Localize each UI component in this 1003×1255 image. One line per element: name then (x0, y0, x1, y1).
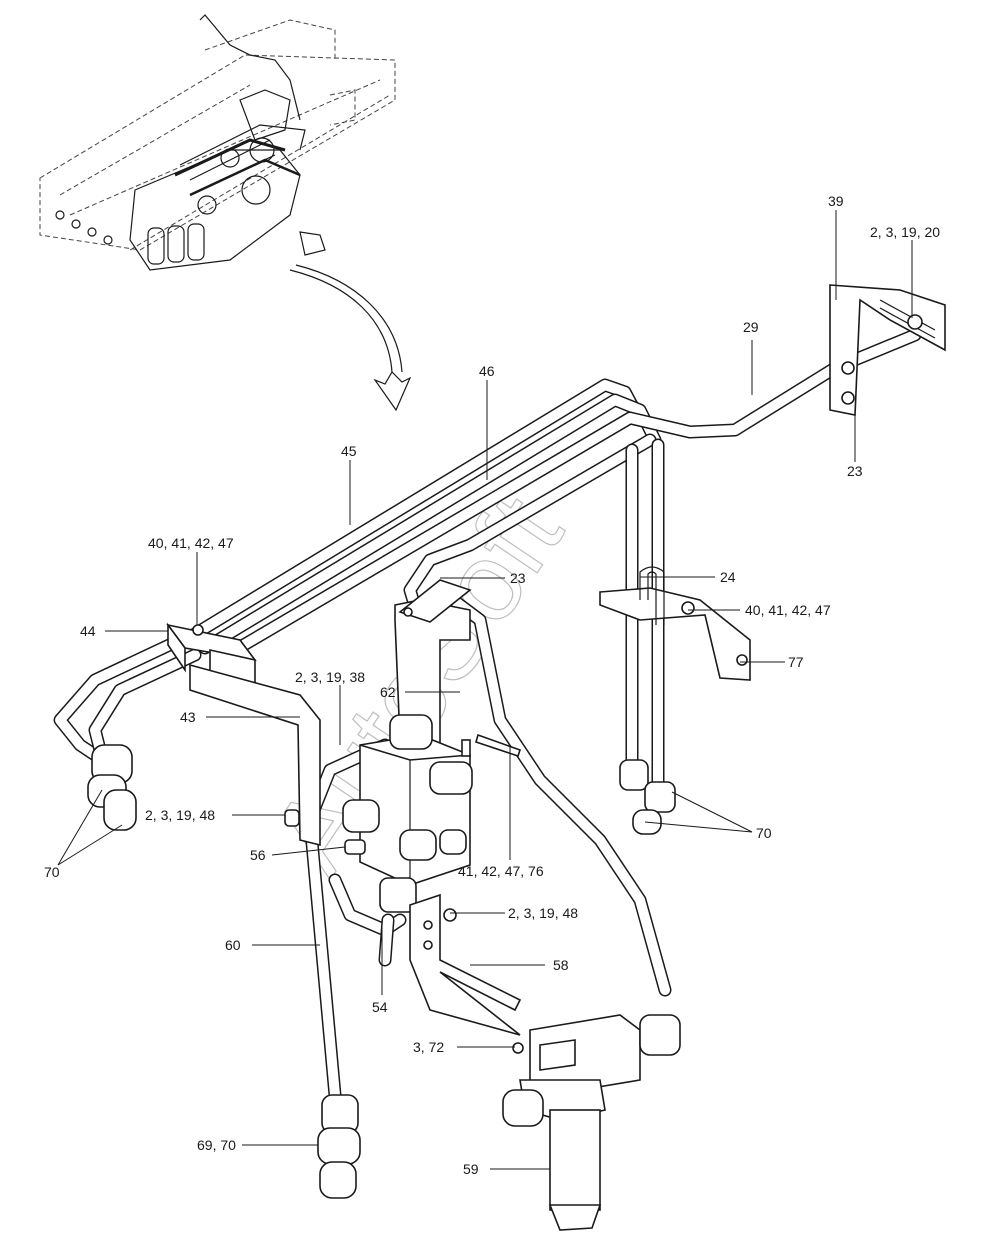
callout-70-left: 70 (44, 864, 60, 880)
fittings-left-70 (87, 744, 137, 831)
callout-29: 29 (743, 319, 759, 335)
callout-62: 62 (380, 684, 396, 700)
bracket-43 (189, 663, 321, 847)
fittings-right-70 (619, 759, 676, 835)
leader-lines (57, 210, 913, 1170)
callout-46: 46 (479, 363, 495, 379)
callout-24: 24 (720, 569, 736, 585)
curved-arrow (289, 264, 412, 412)
bracket-58 (409, 893, 522, 1036)
fittings-69-70 (317, 1094, 361, 1199)
tab-23 (398, 579, 472, 623)
valve-block (342, 599, 522, 913)
callout-2-3-19-20: 2, 3, 19, 20 (870, 224, 940, 240)
callout-40-41-42-47-left: 40, 41, 42, 47 (148, 535, 234, 551)
callout-23-top: 23 (847, 463, 863, 479)
callout-77: 77 (788, 654, 804, 670)
callout-70-right: 70 (756, 825, 772, 841)
bracket-39 (829, 284, 946, 416)
callout-43: 43 (180, 709, 196, 725)
filter-59 (502, 1014, 681, 1231)
overview-inset (39, 14, 396, 271)
callout-41-42-47-76: 41, 42, 47, 76 (458, 863, 544, 879)
callout-59: 59 (463, 1161, 479, 1177)
callout-56: 56 (250, 847, 266, 863)
bracket-77 (599, 566, 751, 681)
callout-2-3-19-48-right: 2, 3, 19, 48 (508, 905, 578, 921)
callout-2-3-19-38: 2, 3, 19, 38 (295, 669, 365, 685)
callout-44: 44 (80, 623, 96, 639)
callout-45: 45 (341, 443, 357, 459)
callout-60: 60 (225, 937, 241, 953)
plug-48 (284, 809, 300, 827)
callout-54: 54 (372, 999, 388, 1015)
callout-2-3-19-48-left: 2, 3, 19, 48 (145, 807, 215, 823)
callout-23-mid: 23 (510, 570, 526, 586)
callout-3-72: 3, 72 (413, 1039, 444, 1055)
callout-labels: 39 2, 3, 19, 20 29 46 23 45 40, 41, 42, … (44, 193, 940, 1177)
callout-39: 39 (828, 193, 844, 209)
callout-40-41-42-47-right: 40, 41, 42, 47 (745, 602, 831, 618)
callout-58: 58 (553, 957, 569, 973)
callout-69-70: 69, 70 (197, 1137, 236, 1153)
fitting-56 (344, 839, 366, 855)
